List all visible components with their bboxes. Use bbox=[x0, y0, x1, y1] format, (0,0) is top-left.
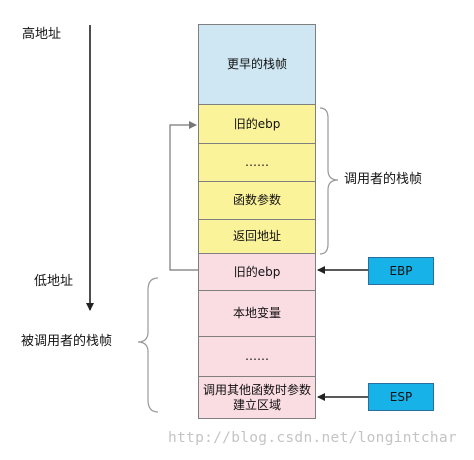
caller-frame-label: 调用者的栈帧 bbox=[344, 172, 423, 187]
stack-cell-return-address: 返回地址 bbox=[198, 219, 316, 254]
stack-cell-function-params: 函数参数 bbox=[198, 181, 316, 220]
stack-cell-text: …… bbox=[245, 349, 269, 363]
callee-frame-brace bbox=[137, 277, 159, 413]
stack-cell-caller-old-ebp: 旧的ebp bbox=[198, 104, 316, 144]
stack-cell-local-variables: 本地变量 bbox=[198, 290, 316, 337]
stack-cell-text: 旧的ebp bbox=[233, 116, 281, 131]
ebp-register-label: EBP bbox=[389, 264, 413, 278]
callee-frame-label: 被调用者的栈帧 bbox=[21, 334, 113, 349]
esp-register-label: ESP bbox=[389, 390, 413, 404]
esp-register-box: ESP bbox=[368, 383, 434, 411]
stack-cell-earlier-frame: 更早的栈帧 bbox=[198, 24, 316, 105]
stack-cell-text-line2: 建立区域 bbox=[232, 397, 281, 412]
stack-cell-text: …… bbox=[245, 155, 269, 169]
caller-frame-brace bbox=[319, 107, 339, 255]
stack-cell-text: 旧的ebp bbox=[233, 264, 281, 279]
stack-cell-caller-ellipsis: …… bbox=[198, 143, 316, 182]
stack-cell-callee-ellipsis: …… bbox=[198, 336, 316, 377]
stack-cell-callee-old-ebp: 旧的ebp bbox=[198, 253, 316, 291]
stack-cell-text: 本地变量 bbox=[232, 306, 281, 320]
stack-cell-call-arg-area: 调用其他函数时参数 建立区域 bbox=[198, 376, 316, 419]
high-address-label: 高地址 bbox=[22, 27, 62, 42]
ebp-register-box: EBP bbox=[368, 257, 434, 285]
stack-cell-text-line1: 调用其他函数时参数 bbox=[202, 382, 311, 397]
watermark-url: http://blog.csdn.net/longintchar bbox=[168, 430, 457, 446]
saved-ebp-link-arrow bbox=[169, 121, 198, 271]
stack-cell-text: 函数参数 bbox=[232, 193, 281, 207]
stack-cell-text: 更早的栈帧 bbox=[226, 57, 287, 71]
low-address-label: 低地址 bbox=[34, 274, 74, 289]
stack-cell-text: 返回地址 bbox=[232, 229, 281, 243]
